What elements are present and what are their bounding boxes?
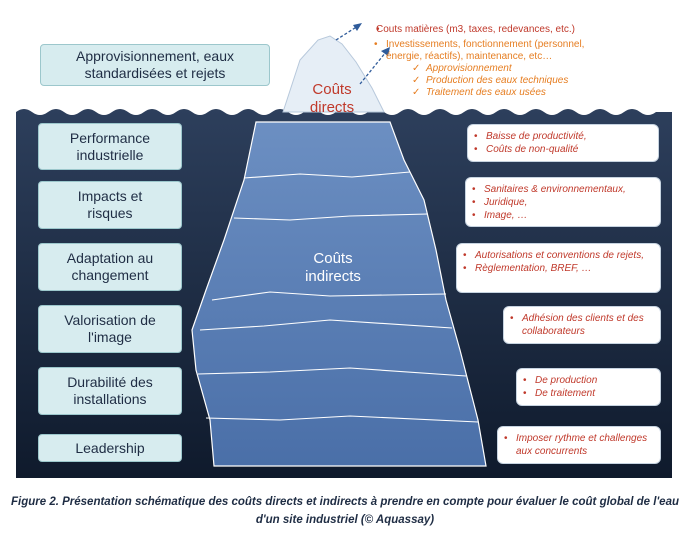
note-item-2: •Investissements, fonctionnement (person… <box>374 39 585 50</box>
indirect-costs-label: Coûts indirects <box>278 250 388 286</box>
iceberg-tip <box>282 35 385 113</box>
note-box-adaptation: Autorisations et conventions de rejets,R… <box>456 243 661 293</box>
iceberg-body <box>191 121 487 467</box>
note-item-2-cont: énergie, réactifs), maintenance, etc… <box>386 51 553 62</box>
iceberg-layer-lines <box>197 171 479 423</box>
category-leadership: Leadership <box>38 434 182 462</box>
note-item-1: •Couts matières (m3, taxes, redevances, … <box>376 24 575 35</box>
indirect-label-line2: indirects <box>305 268 361 285</box>
note-sub-1: ✓Approvisionnement <box>412 63 512 74</box>
supply-water-label: Approvisionnement, eaux standardisées et… <box>76 48 234 81</box>
check-icon: ✓ <box>412 75 421 86</box>
note-box-performance: Baisse de productivité,Coûts de non-qual… <box>467 124 659 162</box>
note-arrows <box>335 25 387 85</box>
direct-label-line2: directs <box>309 99 355 116</box>
note-box-leadership: Imposer rythme et challenges aux concurr… <box>497 426 661 464</box>
note-sub-3: ✓Traitement des eaux usées <box>412 87 546 98</box>
direct-costs-label: Coûts directs <box>296 81 368 117</box>
supply-water-box: Approvisionnement, eaux standardisées et… <box>40 44 270 86</box>
note-box-durability: De productionDe traitement <box>516 368 661 406</box>
direct-label-line1: Coûts <box>312 81 352 98</box>
check-icon: ✓ <box>412 87 421 98</box>
figure-caption: Figure 2. Présentation schématique des c… <box>11 496 679 526</box>
note-box-image: Adhésion des clients et des collaborateu… <box>503 306 661 344</box>
note-box-impacts: Sanitaires & environnementaux,Juridique,… <box>465 177 661 227</box>
indirect-label-line1: Coûts <box>313 250 353 267</box>
direct-costs-notes: •Couts matières (m3, taxes, redevances, … <box>364 24 634 99</box>
check-icon: ✓ <box>412 63 421 74</box>
note-sub-2: ✓Production des eaux techniques <box>412 75 569 86</box>
